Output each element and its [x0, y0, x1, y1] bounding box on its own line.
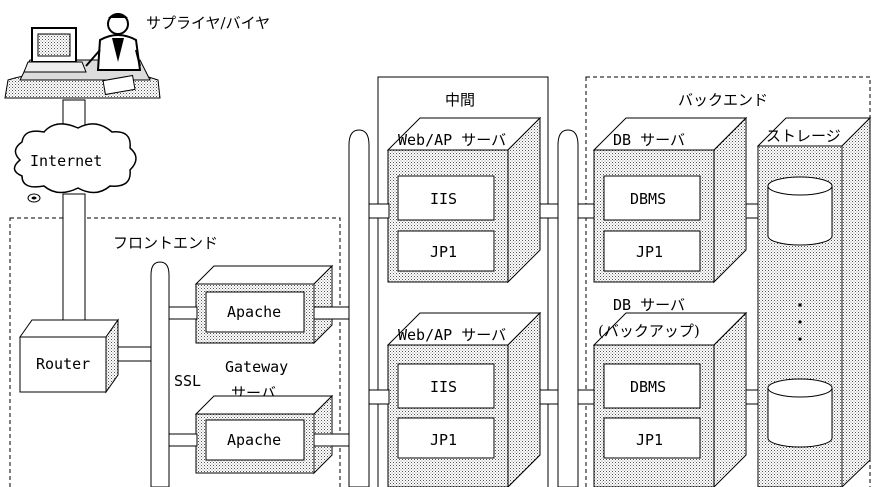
ssl-bus	[151, 262, 169, 487]
jp1-bottom-label: JP1	[430, 431, 457, 449]
iis-top-label: IIS	[430, 190, 457, 208]
iis-bottom-label: IIS	[430, 378, 457, 396]
bus-webap-top-connector	[369, 204, 389, 218]
internet-label: Internet	[30, 152, 102, 170]
bus-apache-top-connector	[169, 307, 197, 319]
frontend-title: フロントエンド	[113, 234, 218, 252]
disk-bottom-icon	[768, 379, 832, 447]
internet-router-connector	[63, 194, 85, 320]
user-label: サプライヤ/バイヤ	[146, 14, 270, 32]
ssl-label: SSL	[174, 372, 201, 390]
middle-title: 中間	[445, 91, 475, 109]
disk-top-icon	[768, 177, 832, 245]
apache-top-middle-connector	[314, 307, 350, 319]
gateway-label: Gateway	[225, 358, 288, 376]
apache-top-label: Apache	[227, 303, 281, 321]
db-jp1-top-label: JP1	[636, 243, 663, 261]
db-bottom-label: DB サーバ	[613, 296, 685, 314]
backend-title: バックエンド	[678, 91, 768, 109]
storage-label: ストレージ	[766, 127, 841, 145]
middle-right-bus	[558, 130, 578, 487]
bus-apache-bottom-connector	[169, 434, 197, 446]
user-at-desk-icon	[5, 13, 160, 98]
router-bus-connector	[118, 347, 156, 361]
db-bottom-backup-label: (バックアップ)	[598, 322, 700, 340]
router-label: Router	[36, 355, 90, 373]
webap-bottom-label: Web/AP サーバ	[398, 326, 506, 344]
dbms-top-label: DBMS	[630, 190, 666, 208]
db-top-label: DB サーバ	[613, 131, 685, 149]
apache-bottom-label: Apache	[227, 431, 281, 449]
bus-webap-bottom-connector	[369, 390, 389, 404]
webap-top-label: Web/AP サーバ	[398, 131, 506, 149]
jp1-top-label: JP1	[430, 243, 457, 261]
db-jp1-bottom-label: JP1	[636, 431, 663, 449]
dbms-bottom-label: DBMS	[630, 378, 666, 396]
middle-left-bus	[349, 130, 369, 487]
apache-bottom-middle-connector	[314, 434, 350, 446]
